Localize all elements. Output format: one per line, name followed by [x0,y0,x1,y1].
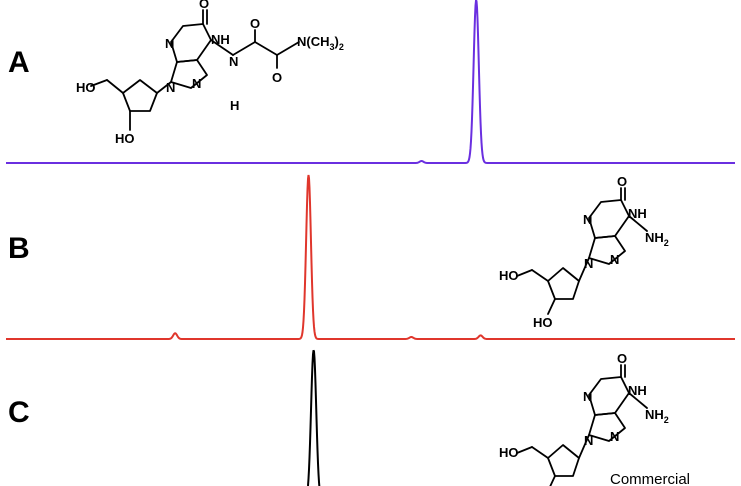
mol-a-link-n: N [229,54,238,69]
mol-c-n7: N [583,389,592,404]
mol-a-o2: O [272,70,282,85]
mol-a-link-h: H [230,98,239,113]
mol-b-n7: N [583,212,592,227]
mol-a-n9: N [166,80,175,95]
structure-c: HO HO N N N NH O NH2 [499,351,669,486]
mol-a-n3: N [192,76,201,91]
structure-a: HO HO N N N NH O N H O O N(CH3)2 [76,0,344,146]
mol-b-ho3: HO [533,315,553,330]
mol-c-nh1: NH [628,383,647,398]
chromatogram-trace-b [6,174,735,340]
mol-b-n3: N [610,252,619,267]
panel-label-b: B [8,232,30,265]
mol-a-amide: N(CH3)2 [297,34,344,52]
mol-c-n3: N [610,429,619,444]
mol-b-carbonyl-o: O [617,174,627,189]
mol-a-carbonyl-o: O [199,0,209,11]
mol-a-o1: O [250,16,260,31]
mol-c-carbonyl-o: O [617,351,627,366]
mol-c-n9: N [584,433,593,448]
mol-c-ho5: HO [499,445,519,460]
mol-a-n7: N [165,36,174,51]
chromatogram-trace-a [6,0,735,164]
mol-a-ho5: HO [76,80,96,95]
mol-c-amine: NH2 [645,407,669,425]
mol-a-nh1: NH [211,32,230,47]
mol-b-amine: NH2 [645,230,669,248]
mol-b-nh1: NH [628,206,647,221]
panel-label-a: A [8,46,30,79]
mol-b-ho5: HO [499,268,519,283]
mol-b-n9: N [584,256,593,271]
structure-b: HO HO N N N NH O NH2 [499,174,669,330]
mol-a-ho3: HO [115,131,135,146]
panel-label-c: C [8,396,30,429]
commercial-label: Commercial [610,471,690,486]
